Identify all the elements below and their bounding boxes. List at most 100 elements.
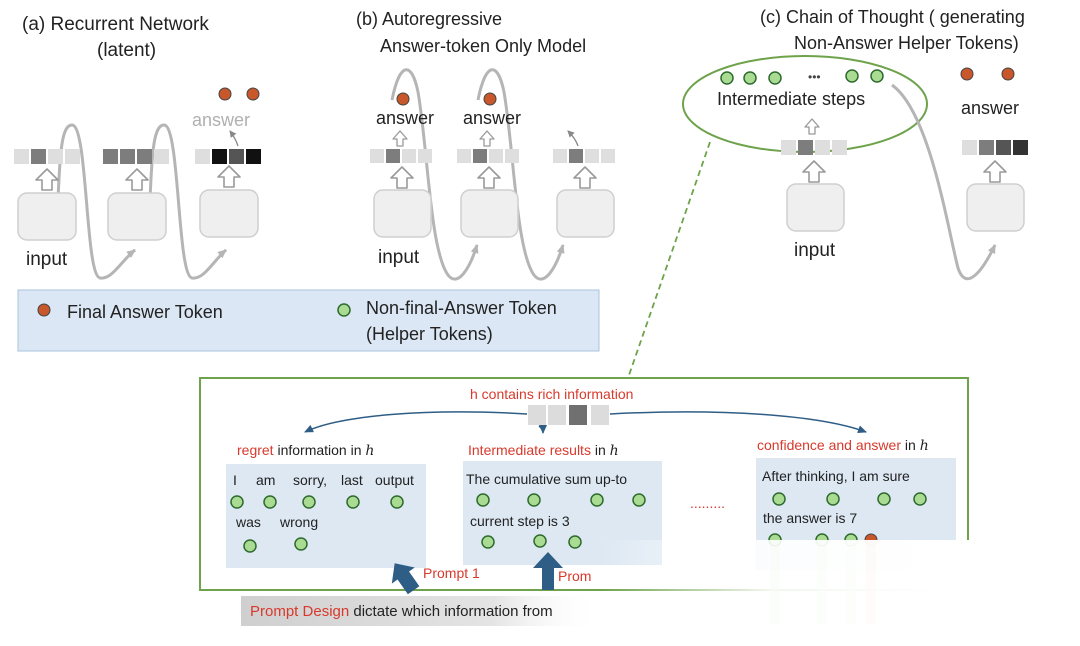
up-arrow-icon (477, 166, 501, 189)
helper-token (481, 535, 495, 549)
helper-token (337, 303, 351, 317)
final-answer-token (37, 303, 51, 317)
model-block-b3 (556, 189, 615, 238)
intermediate-steps-label: Intermediate steps (717, 89, 865, 109)
legend-box (17, 289, 600, 352)
model-block-b2 (460, 189, 519, 238)
helper-token (844, 533, 858, 547)
intermediate-heading-rest: in (591, 442, 610, 458)
panel-a: (a) Recurrent Network (latent) answer in… (14, 14, 261, 280)
helper-token (294, 537, 308, 551)
legend: Final Answer Token Non-final-Answer Toke… (17, 289, 600, 352)
legend-final-label: Final Answer Token (67, 302, 223, 322)
word: am (256, 472, 275, 488)
regret-card (226, 464, 426, 568)
helper-token (720, 71, 734, 85)
panel-b-title: (b) Autoregressive (356, 9, 502, 29)
hidden-state-b1 (370, 149, 432, 163)
word: sorry, (293, 472, 327, 488)
final-answer-token (246, 87, 260, 101)
helper-token (772, 492, 786, 506)
up-arrow-icon (217, 165, 241, 188)
more-columns-dots: ......... (690, 495, 725, 511)
model-block-a1 (17, 192, 77, 241)
intermediate-line-1: The cumulative sum up-to (466, 471, 627, 487)
hidden-state-detail (528, 405, 609, 425)
helper-token (743, 71, 757, 85)
arrow-to-regret (304, 411, 528, 433)
helper-token (815, 533, 829, 547)
up-arrow-icon (802, 160, 826, 183)
prompt-1-arrow-icon (391, 563, 420, 595)
up-arrow-icon (390, 166, 414, 189)
up-arrow-icon (573, 166, 597, 189)
final-answer-token (960, 67, 974, 81)
prompt-design-rest: dictate which information from (349, 603, 552, 620)
up-arrow-icon (983, 160, 1007, 183)
model-block-c1 (786, 183, 845, 232)
prompt-design-bar: Prompt Design dictate which information … (241, 596, 601, 626)
word: last (341, 472, 363, 488)
recurrent-loop-2 (148, 123, 227, 280)
panel-c-title: (c) Chain of Thought ( generating (760, 7, 1025, 27)
confidence-heading-rest: in (901, 437, 920, 453)
up-arrow-icon (125, 168, 149, 191)
prompt-2-label: Prom (558, 568, 591, 584)
word: output (375, 472, 414, 488)
panel-c-input-label: input (794, 240, 836, 261)
confidence-line-2: the answer is 7 (763, 510, 857, 526)
arrow-to-confidence (609, 411, 867, 433)
panel-b-input-label: input (378, 247, 420, 268)
helper-token (230, 495, 244, 509)
panel-c-answer-label: answer (961, 98, 1019, 118)
helper-token (845, 69, 859, 83)
up-arrow-icon (392, 130, 408, 147)
legend-helper-label: Non-final-Answer Token (366, 298, 557, 318)
hidden-state-a1 (14, 149, 80, 164)
prompt-2-arrow-icon (533, 552, 563, 590)
hidden-state-caption: h contains rich information (470, 386, 633, 402)
recurrent-loop-1 (56, 123, 136, 280)
prompt-design-background (241, 596, 601, 626)
panel-c-subtitle: Non-Answer Helper Tokens) (794, 33, 1019, 53)
panel-a-input-label: input (26, 249, 68, 270)
word: was (235, 514, 261, 530)
word: wrong (279, 514, 318, 530)
panel-a-title: (a) Recurrent Network (22, 14, 209, 35)
up-arrow-icon (479, 130, 495, 147)
up-arrow-icon (35, 168, 59, 191)
helper-token (913, 492, 927, 506)
hidden-state-c1 (781, 140, 847, 155)
panel-c: (c) Chain of Thought ( generating Non-An… (682, 7, 1028, 281)
model-block-b1 (373, 189, 432, 238)
hidden-state-b2 (457, 149, 519, 163)
hidden-state-b3 (553, 149, 615, 163)
helper-token (533, 534, 547, 548)
helper-token (476, 493, 490, 507)
intermediate-heading: Intermediate results in h (468, 442, 619, 459)
model-block-a2 (107, 192, 167, 241)
prompt-design-text: Prompt Design dictate which information … (250, 603, 553, 620)
helper-token (632, 493, 646, 507)
helper-token (768, 533, 782, 547)
autoregressive-loop-2 (476, 68, 565, 281)
helper-token (302, 495, 316, 509)
final-answer-token (396, 92, 410, 106)
confidence-heading: confidence and answer in h (757, 437, 929, 454)
panel-b-answer-label-1: answer (376, 108, 434, 128)
helper-token (243, 539, 257, 553)
regret-heading: regret information in h (237, 442, 374, 459)
helper-token (870, 69, 884, 83)
panel-b-subtitle: Answer-token Only Model (380, 36, 586, 56)
final-answer-token (218, 87, 232, 101)
helper-token (263, 495, 277, 509)
helper-token (768, 71, 782, 85)
ellipsis-icon: ••• (808, 70, 821, 84)
zoom-connector (627, 141, 711, 379)
detail-box: h contains rich information regret infor… (199, 377, 969, 624)
hidden-state-a3 (195, 149, 261, 164)
h-symbol: h (920, 438, 929, 454)
confidence-line-1: After thinking, I am sure (762, 468, 910, 484)
hidden-state-c2 (962, 140, 1028, 155)
model-block-a3 (199, 189, 259, 238)
